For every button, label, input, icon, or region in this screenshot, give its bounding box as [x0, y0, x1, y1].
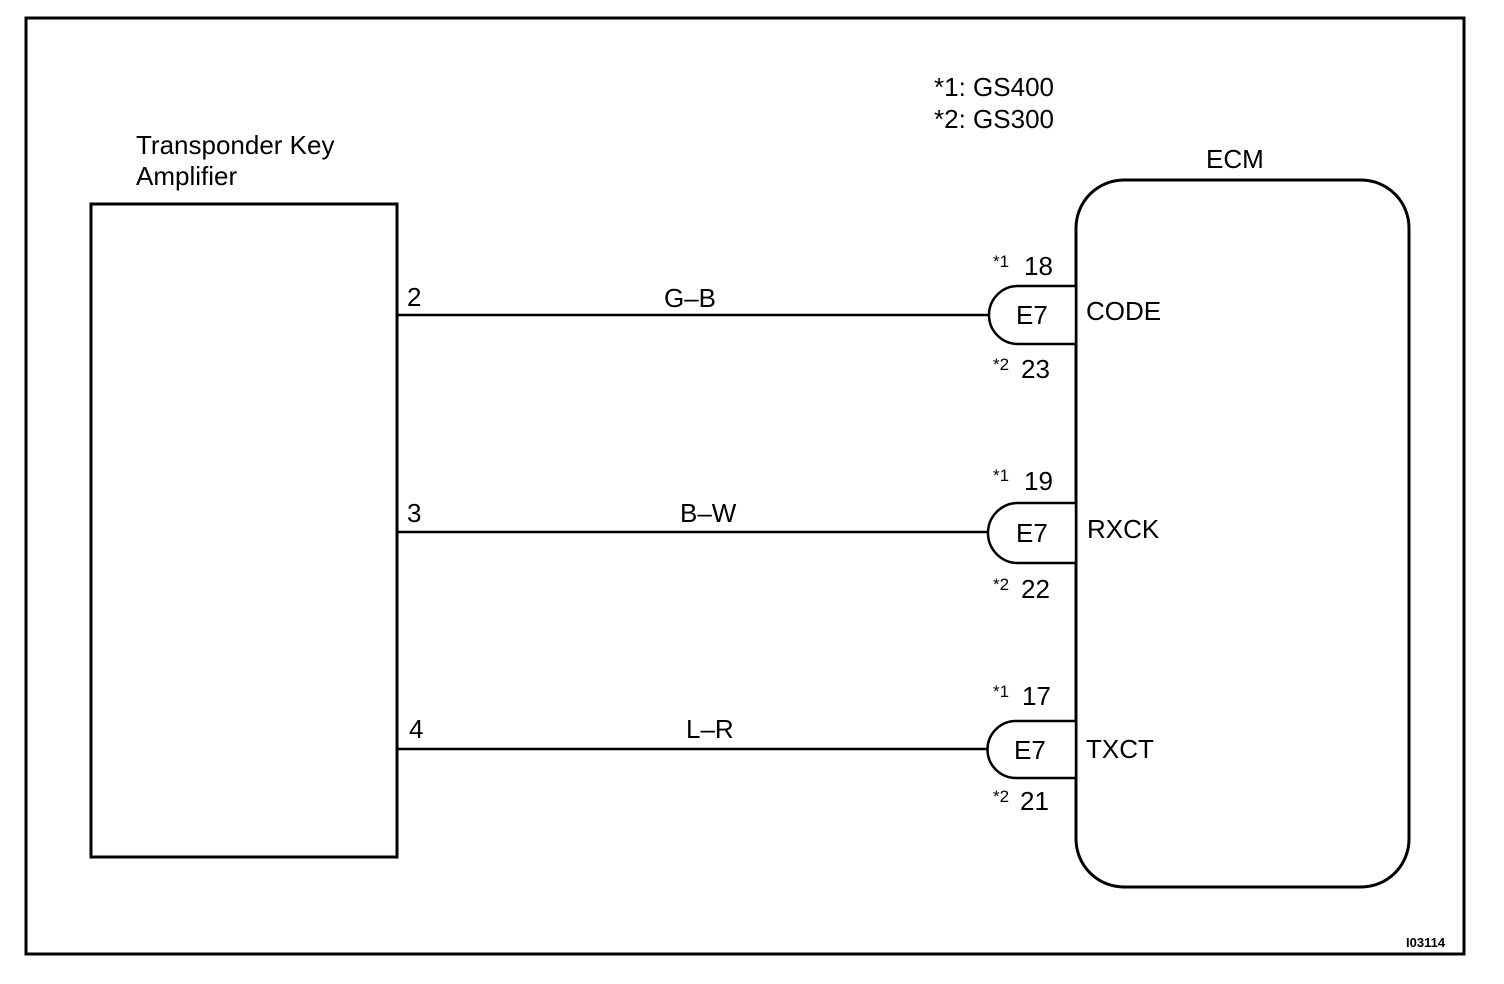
- wire-code: 2 G–B E7 CODE *1 18 *2 23: [397, 251, 1161, 384]
- amplifier-pin: 4: [409, 714, 423, 744]
- connector-label: E7: [1016, 518, 1048, 548]
- wire-txct: 4 L–R E7 TXCT *1 17 *2 21: [397, 681, 1154, 816]
- amplifier-pin: 2: [407, 282, 421, 312]
- gs300-marker: *2: [993, 787, 1009, 806]
- connector-shape: [986, 501, 1078, 565]
- figure-id: I03114: [1406, 935, 1446, 950]
- gs400-pin: 17: [1022, 681, 1051, 711]
- gs400-marker: *1: [993, 466, 1009, 485]
- wire-color: G–B: [664, 283, 716, 313]
- amplifier-label-line2: Amplifier: [136, 161, 237, 191]
- amplifier-box: [89, 202, 399, 859]
- ecm-terminal: RXCK: [1087, 514, 1160, 544]
- connector-shape: [986, 719, 1078, 780]
- gs400-pin: 18: [1024, 251, 1053, 281]
- connector-label: E7: [1014, 735, 1046, 765]
- connector-label: E7: [1016, 300, 1048, 330]
- ecm-terminal: CODE: [1086, 296, 1161, 326]
- wire-color: B–W: [680, 498, 737, 528]
- transponder-key-amplifier: Transponder Key Amplifier: [89, 130, 399, 859]
- gs300-marker: *2: [993, 575, 1009, 594]
- gs400-marker: *1: [993, 252, 1009, 271]
- gs400-pin: 19: [1024, 466, 1053, 496]
- wire-rxck: 3 B–W E7 RXCK *1 19 *2 22: [397, 466, 1160, 604]
- gs300-pin: 23: [1021, 354, 1050, 384]
- wire-color: L–R: [686, 714, 734, 744]
- amplifier-label-line1: Transponder Key: [136, 130, 334, 160]
- gs300-pin: 22: [1021, 574, 1050, 604]
- diagram-frame: [24, 16, 1466, 956]
- note-1: *1: GS400: [934, 72, 1054, 102]
- ecm-terminal: TXCT: [1086, 734, 1154, 764]
- gs300-pin: 21: [1020, 786, 1049, 816]
- ecm-label: ECM: [1206, 144, 1264, 174]
- model-notes: *1: GS400 *2: GS300: [934, 72, 1054, 134]
- connector-shape: [987, 284, 1078, 346]
- note-2: *2: GS300: [934, 104, 1054, 134]
- amplifier-pin: 3: [407, 498, 421, 528]
- gs400-marker: *1: [993, 682, 1009, 701]
- gs300-marker: *2: [993, 355, 1009, 374]
